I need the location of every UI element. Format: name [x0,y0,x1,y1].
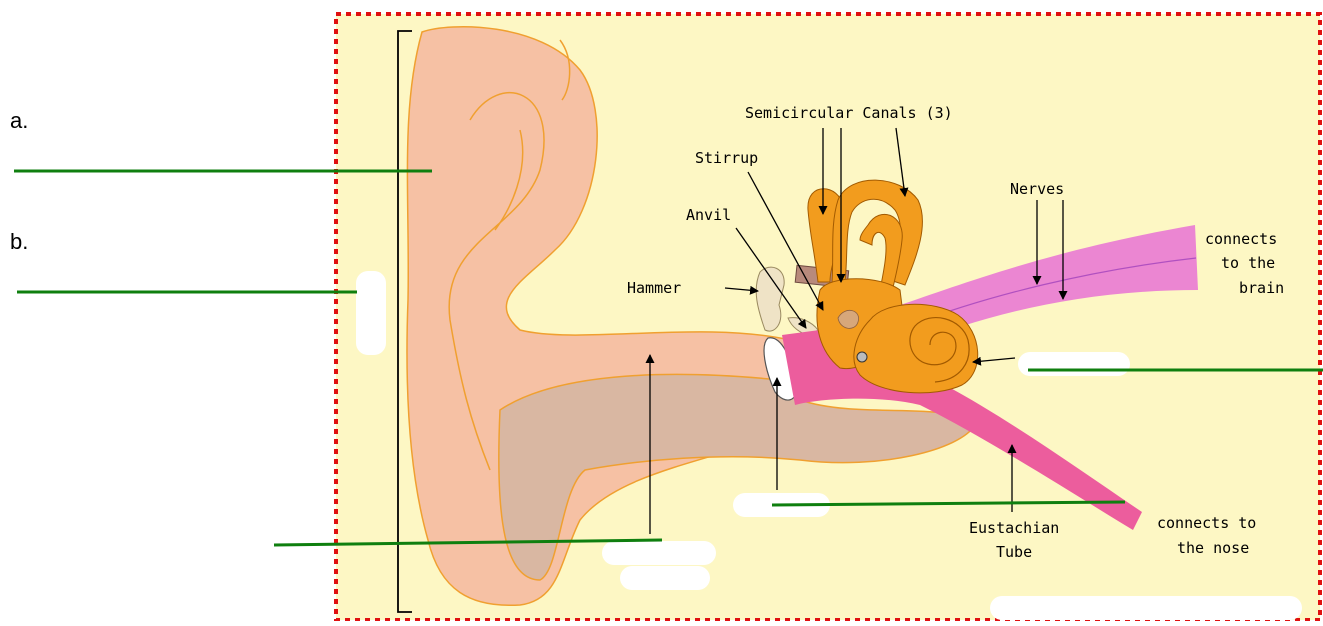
cochlea [854,304,978,393]
label-stirrup: Stirrup [695,149,758,167]
label-brain-1: connects [1205,230,1277,248]
label-nose-2: the nose [1177,539,1249,557]
round-window [857,352,867,362]
answer-letter-a: a. [10,108,28,134]
label-brain-2: to the [1221,254,1275,272]
label-brain-3: brain [1239,279,1284,297]
label-hammer: Hammer [627,279,681,297]
label-eustachian-1: Eustachian [969,519,1059,537]
label-anvil: Anvil [686,206,731,224]
answer-letter-b: b. [10,229,28,255]
label-semicircular-canals: Semicircular Canals (3) [745,104,953,122]
label-eustachian-2: Tube [996,543,1032,561]
label-nose-1: connects to [1157,514,1256,532]
label-nerves: Nerves [1010,180,1064,198]
